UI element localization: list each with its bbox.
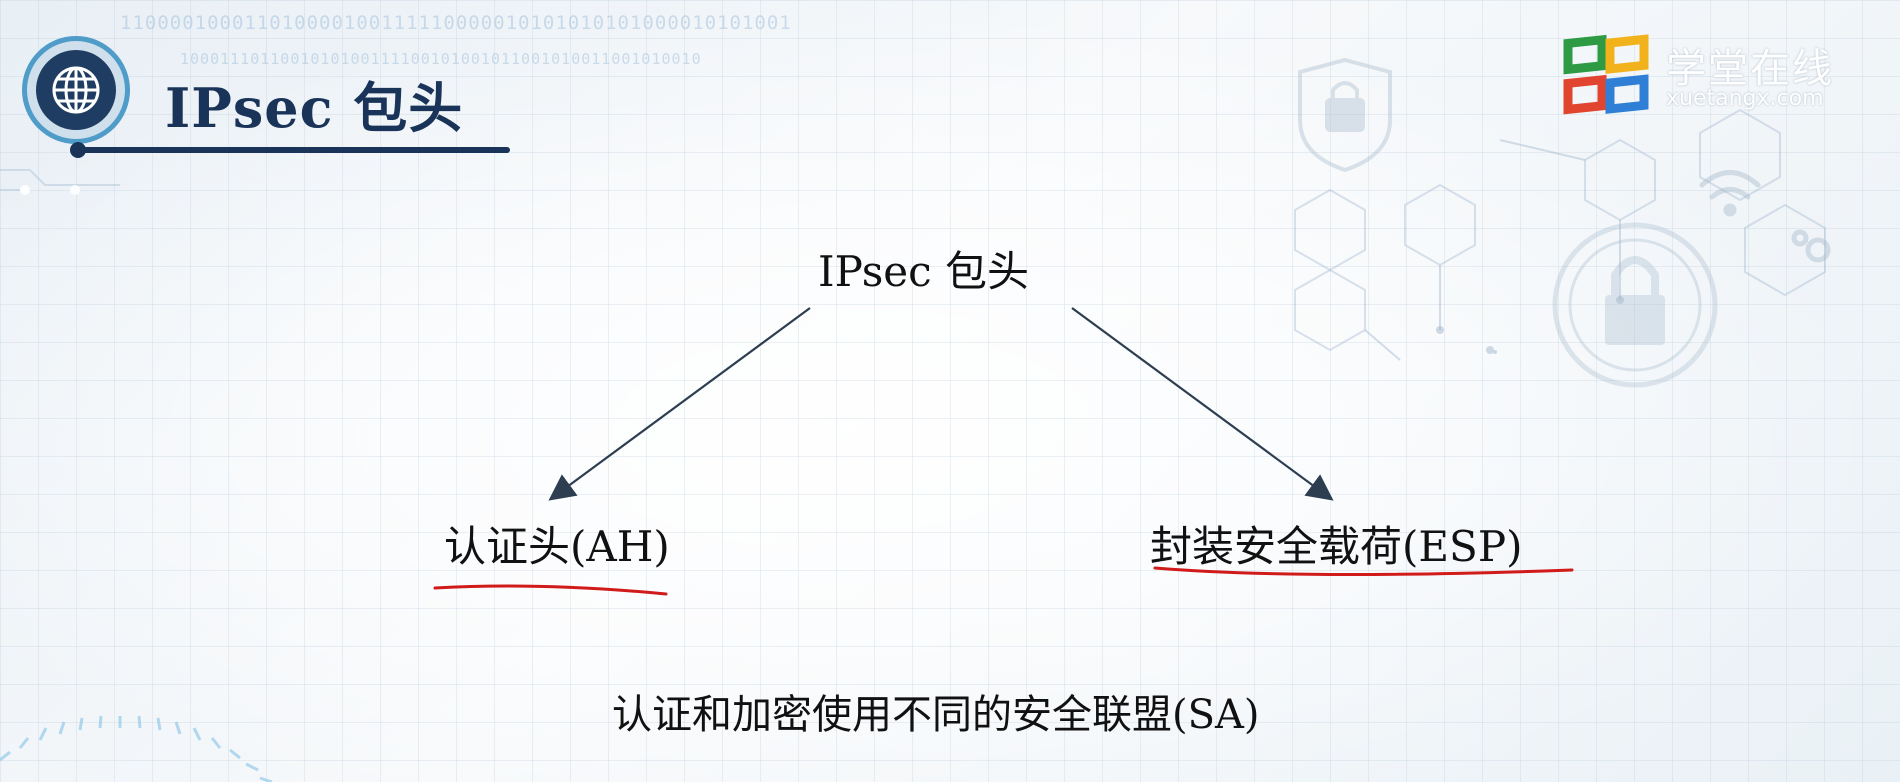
binary-decor-1: 1100001000110100001001111100000101010101… [120, 12, 792, 34]
title-underline [78, 147, 510, 153]
xuetangx-logo-mark [1563, 34, 1649, 115]
diagram-note: 认证和加密使用不同的安全联盟(SA) [612, 692, 1260, 738]
globe-icon [36, 50, 116, 130]
logo-name-en: xuetangx.com [1666, 86, 1824, 111]
ah-underline [433, 584, 668, 596]
page-title: IPsec 包头 [165, 76, 464, 140]
diagram-ah-label: 认证头(AH) [444, 522, 670, 571]
diagram-root-label: IPsec 包头 [818, 247, 1030, 296]
header-badge [22, 36, 130, 144]
binary-decor-2: 1000111011001010100111100101001011001010… [180, 50, 702, 68]
diagram-esp-label: 封装安全载荷(ESP) [1150, 522, 1523, 571]
logo-name-cn: 学堂在线 [1666, 46, 1834, 92]
arrow-to-esp [1071, 307, 1334, 501]
arrow-to-ah [548, 307, 811, 501]
xuetangx-logo: 学堂在线 xuetangx.com [1562, 32, 1882, 122]
esp-underline [1153, 566, 1574, 577]
